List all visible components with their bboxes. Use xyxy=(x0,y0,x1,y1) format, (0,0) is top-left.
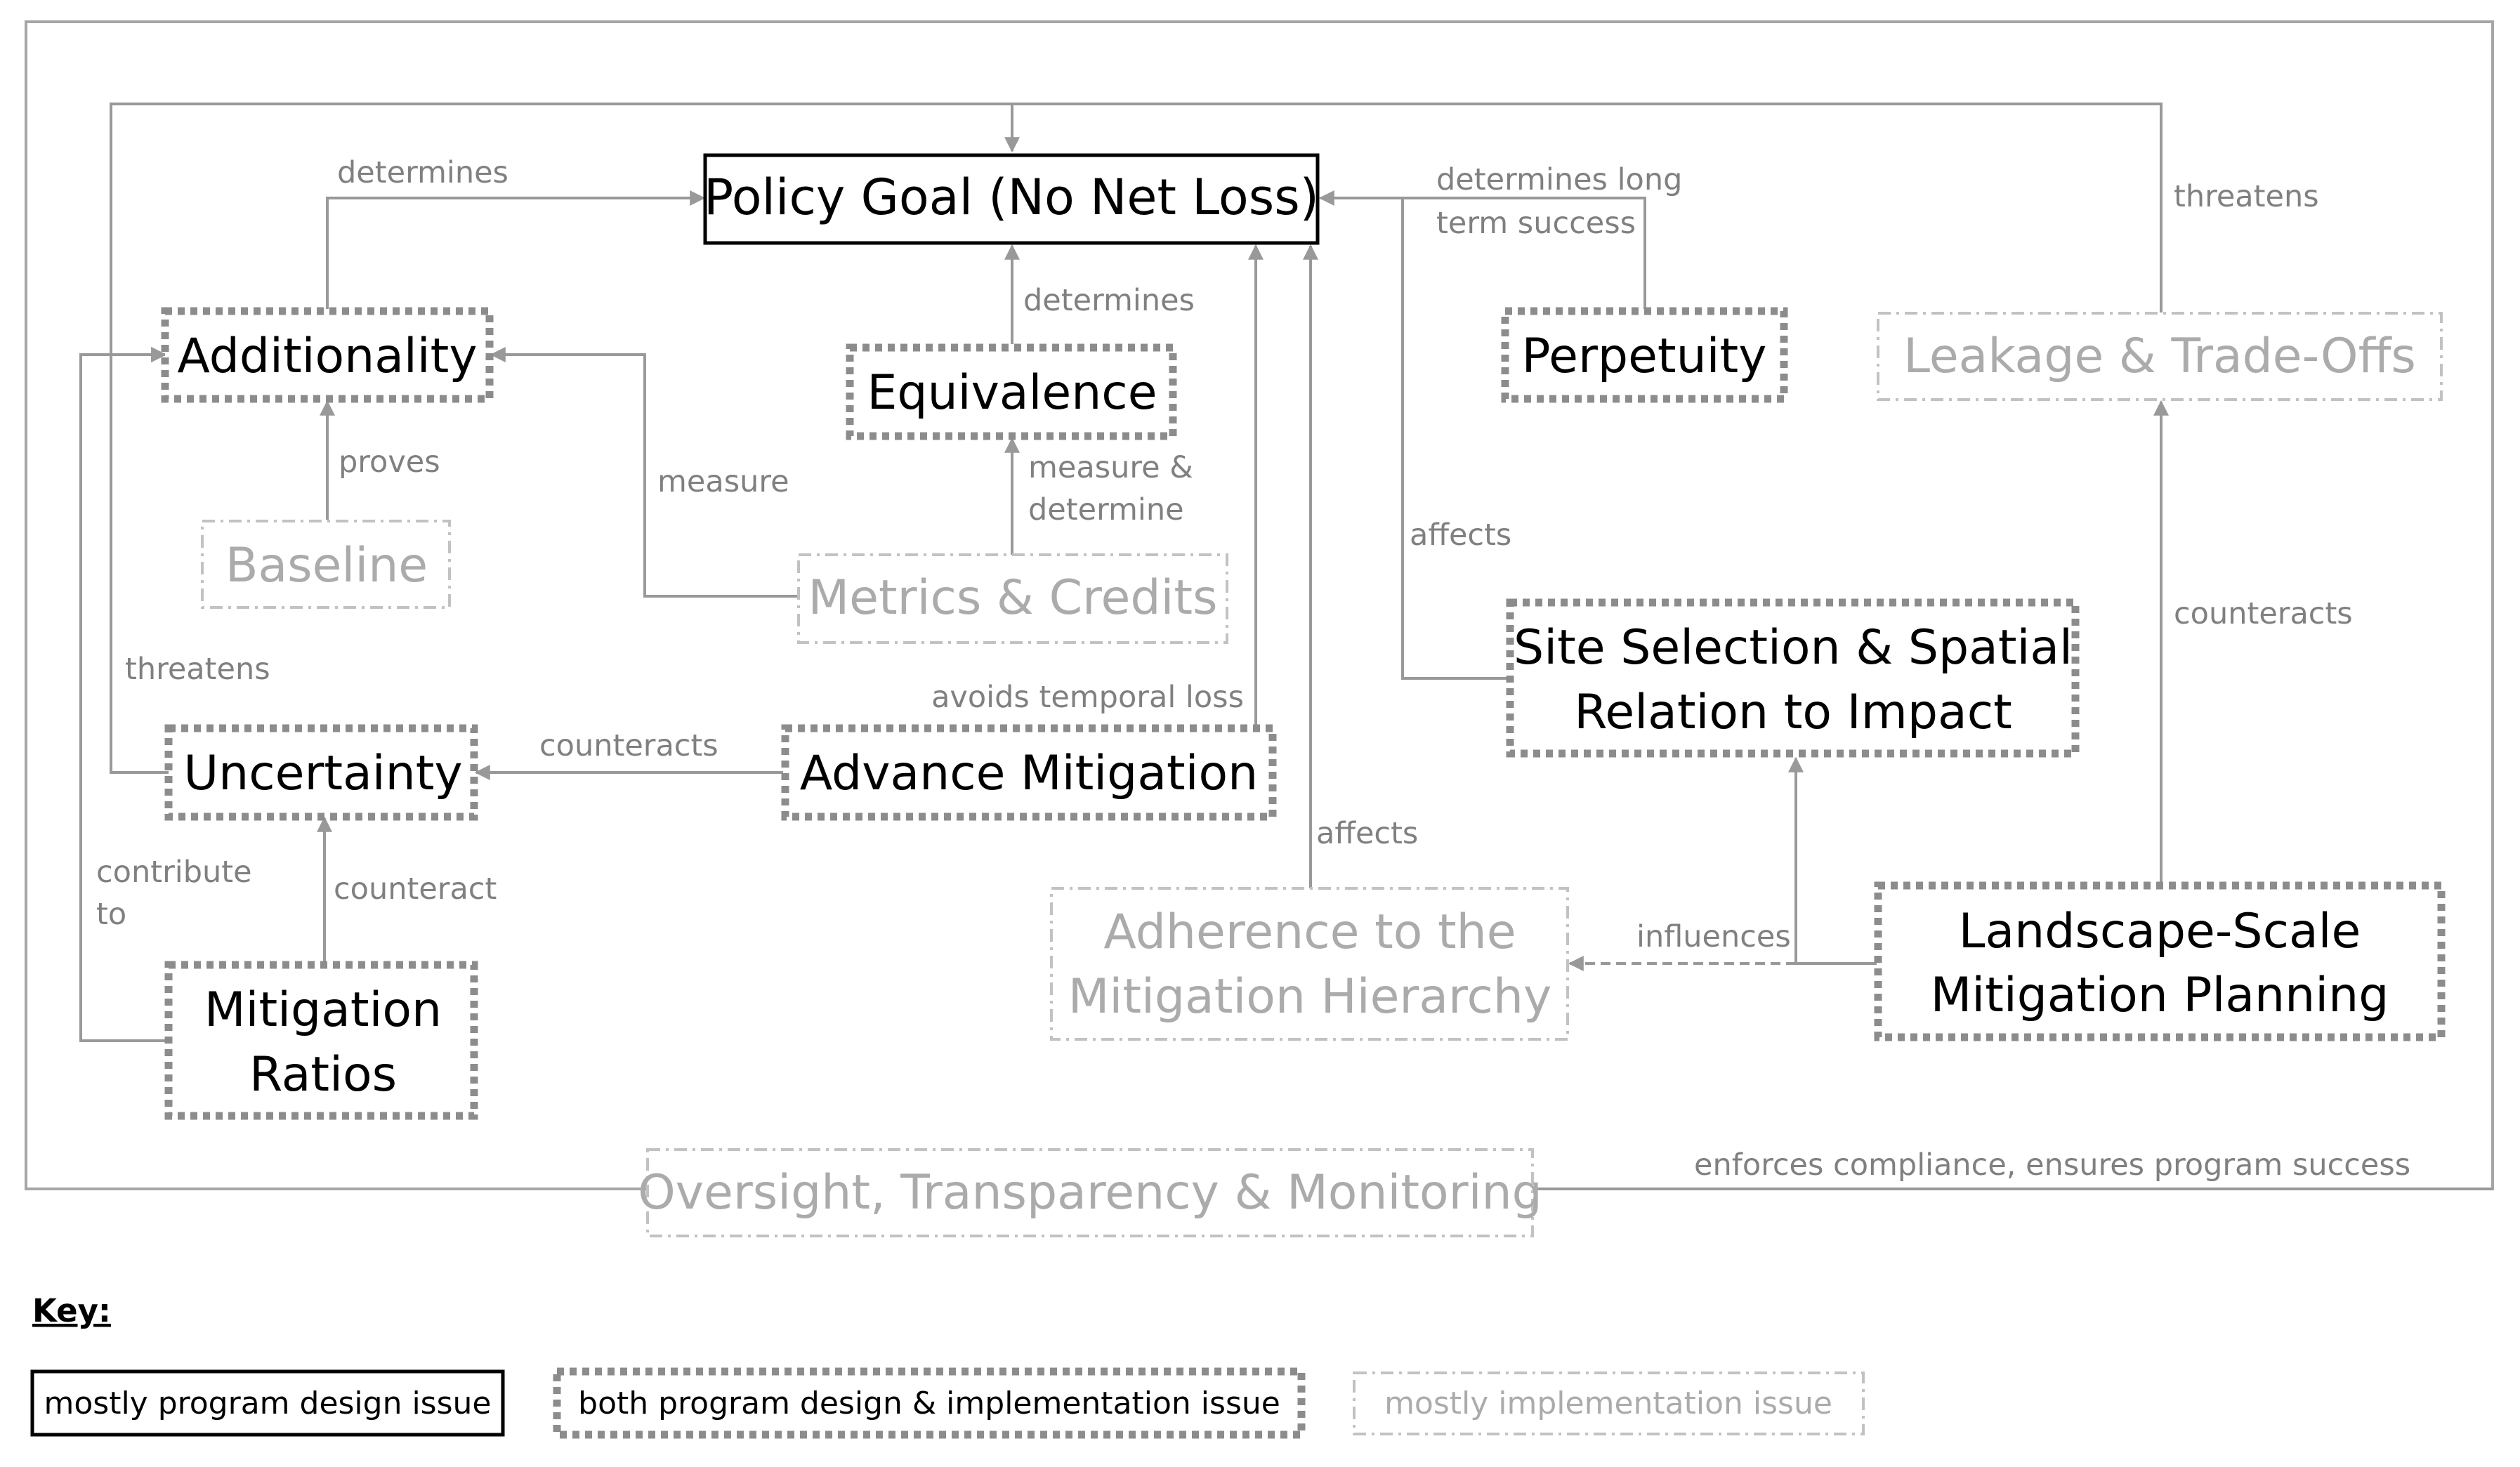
label-threatens-uncertainty: threatens xyxy=(125,652,270,687)
label-measure-determine-1: measure & xyxy=(1028,450,1193,485)
key-title: Key: xyxy=(32,1292,111,1329)
node-policy-goal-label: Policy Goal (No Net Loss) xyxy=(704,169,1319,226)
node-policy-goal[interactable]: Policy Goal (No Net Loss) xyxy=(703,153,1320,245)
node-adherence-line2: Mitigation Hierarchy xyxy=(1068,969,1552,1025)
key-both: both program design & implementation iss… xyxy=(553,1367,1306,1439)
label-enforces: enforces compliance, ensures program suc… xyxy=(1694,1147,2410,1183)
label-determines-long-1: determines long xyxy=(1436,162,1682,197)
edge-ratios-additionality xyxy=(79,347,169,1042)
label-contribute-to-2: to xyxy=(96,897,126,932)
label-determines-equivalence: determines xyxy=(1023,283,1195,318)
node-uncertainty-label: Uncertainty xyxy=(183,746,462,801)
edge-perpetuity-policy xyxy=(1318,190,1646,309)
edge-metrics-additionality xyxy=(490,347,799,598)
node-oversight[interactable]: Oversight, Transparency & Monitoring xyxy=(638,1148,1542,1237)
node-baseline-label: Baseline xyxy=(225,538,428,593)
node-ratios[interactable]: Mitigation Ratios xyxy=(164,961,478,1120)
node-leakage[interactable]: Leakage & Trade-Offs xyxy=(1877,312,2443,401)
key-both-label: both program design & implementation iss… xyxy=(578,1386,1280,1421)
edges xyxy=(79,103,2493,1190)
label-counteracts-landscape: counteracts xyxy=(2174,596,2353,631)
edge-uncertainty-additionality xyxy=(110,347,169,774)
label-contribute-to-1: contribute xyxy=(96,855,252,890)
edge-site-policy xyxy=(1401,198,1510,680)
label-measure-determine-2: determine xyxy=(1028,492,1184,527)
node-site-selection-line1: Site Selection & Spatial xyxy=(1514,620,2073,676)
node-landscape-line2: Mitigation Planning xyxy=(1931,968,2389,1023)
label-influences: influences xyxy=(1636,919,1791,954)
node-adherence[interactable]: Adherence to the Mitigation Hierarchy xyxy=(1050,887,1569,1041)
label-avoids-temporal-loss: avoids temporal loss xyxy=(931,680,1244,715)
edge-labels: determines determines determines long te… xyxy=(96,155,2410,1183)
node-advance-mitigation[interactable]: Advance Mitigation xyxy=(781,724,1277,821)
key-design: mostly program design issue xyxy=(30,1369,505,1437)
node-metrics[interactable]: Metrics & Credits xyxy=(797,553,1228,644)
label-determines-long-2: term success xyxy=(1436,206,1636,241)
node-baseline[interactable]: Baseline xyxy=(201,520,451,609)
node-equivalence[interactable]: Equivalence xyxy=(846,343,1177,440)
node-oversight-label: Oversight, Transparency & Monitoring xyxy=(638,1165,1542,1221)
node-landscape[interactable]: Landscape-Scale Mitigation Planning xyxy=(1874,881,2446,1041)
key: Key: mostly program design issue both pr… xyxy=(30,1292,1865,1439)
label-proves: proves xyxy=(339,445,440,480)
node-site-selection-line2: Relation to Impact xyxy=(1574,685,2012,740)
node-additionality[interactable]: Additionality xyxy=(161,307,494,403)
label-threatens-leakage: threatens xyxy=(2174,179,2319,214)
node-perpetuity-label: Perpetuity xyxy=(1522,329,1767,384)
node-landscape-line1: Landscape-Scale xyxy=(1959,904,2361,959)
node-uncertainty[interactable]: Uncertainty xyxy=(164,724,478,821)
key-implementation: mostly implementation issue xyxy=(1353,1371,1865,1435)
node-ratios-line2: Ratios xyxy=(249,1047,397,1103)
node-metrics-label: Metrics & Credits xyxy=(808,570,1217,626)
edge-additionality-policy xyxy=(326,190,706,309)
label-determines-additionality: determines xyxy=(337,155,508,190)
node-leakage-label: Leakage & Trade-Offs xyxy=(1903,329,2416,384)
key-implementation-label: mostly implementation issue xyxy=(1384,1386,1832,1421)
node-adherence-line1: Adherence to the xyxy=(1103,904,1516,960)
node-ratios-line1: Mitigation xyxy=(204,982,442,1038)
label-affects-adherence: affects xyxy=(1316,816,1418,851)
node-equivalence-label: Equivalence xyxy=(867,365,1157,421)
node-site-selection[interactable]: Site Selection & Spatial Relation to Imp… xyxy=(1506,598,2080,758)
node-perpetuity[interactable]: Perpetuity xyxy=(1501,307,1788,403)
edge-landscape-site xyxy=(1788,756,1877,965)
label-counteract-ratios: counteract xyxy=(334,871,497,907)
label-measure: measure xyxy=(657,464,789,499)
label-counteracts-advance: counteracts xyxy=(539,728,718,763)
node-advance-mitigation-label: Advance Mitigation xyxy=(800,746,1259,801)
label-affects-site: affects xyxy=(1410,518,1511,553)
node-additionality-label: Additionality xyxy=(177,329,477,384)
key-design-label: mostly program design issue xyxy=(44,1386,492,1421)
